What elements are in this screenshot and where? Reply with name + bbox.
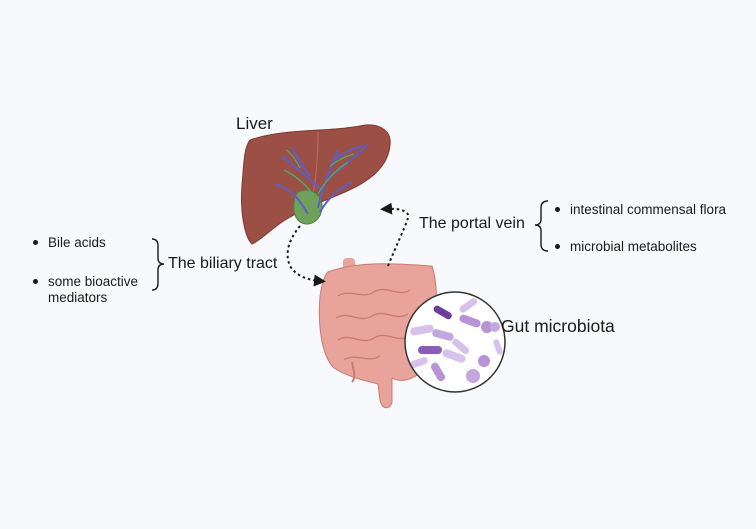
biliary-item-bile-acids: Bile acids bbox=[33, 235, 106, 250]
gallbladder-shape bbox=[293, 189, 323, 225]
portal-item-commensal-flora: intestinal commensal flora bbox=[554, 202, 727, 217]
portal-arrow bbox=[380, 202, 410, 267]
biliary-arrow bbox=[286, 225, 326, 287]
microbiota-lens bbox=[404, 291, 506, 393]
liver-label: Liver bbox=[236, 114, 273, 133]
intestine-loops bbox=[335, 288, 411, 361]
portal-vein-label: The portal vein bbox=[419, 215, 525, 232]
right-brace bbox=[534, 200, 549, 252]
gut-microbiota-label: Gut microbiota bbox=[501, 316, 615, 336]
liver-illustration bbox=[241, 124, 391, 245]
portal-item-microbial-metabolites: microbial metabolites bbox=[555, 239, 697, 254]
bacteria-cluster bbox=[410, 298, 503, 383]
left-brace bbox=[151, 238, 165, 291]
appendix bbox=[351, 361, 356, 383]
biliary-item-bioactive-mediators: some bioactive mediators bbox=[33, 274, 158, 306]
intestine-illustration bbox=[318, 258, 437, 409]
bile-ducts bbox=[283, 149, 355, 197]
biliary-tract-label: The biliary tract bbox=[168, 255, 278, 272]
